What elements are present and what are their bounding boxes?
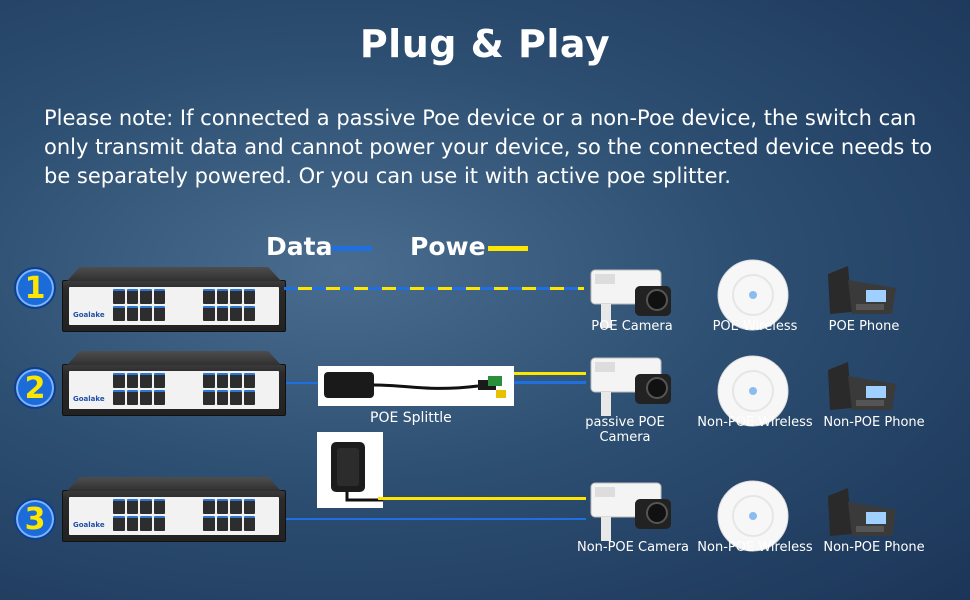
device-label: Non-POE Phone — [823, 540, 925, 555]
power-wire-3 — [378, 497, 586, 500]
step-badge-1: 1 — [14, 267, 56, 309]
legend-power-line — [488, 246, 528, 251]
wireless-ap-icon — [715, 478, 791, 554]
data-wire-2b — [514, 381, 586, 384]
power-adapter-icon — [317, 432, 383, 508]
poe-splitter-icon — [318, 366, 514, 406]
data-wire-2 — [286, 382, 318, 384]
poe-switch-3: Goalake — [62, 490, 286, 542]
device-label: Non-POE Wireless — [697, 540, 813, 555]
page-title: Plug & Play — [359, 22, 611, 66]
camera-icon — [585, 475, 685, 547]
step-badge-3: 3 — [14, 498, 56, 540]
splitter-label: POE Splittle — [370, 410, 452, 426]
device-label: Non-POE Camera — [576, 540, 690, 555]
data-wire-3 — [286, 518, 586, 520]
brand-logo: Goalake — [73, 395, 105, 403]
camera-icon — [585, 350, 685, 422]
ip-phone-icon — [822, 358, 900, 414]
device-label: POE Phone — [828, 319, 900, 334]
wireless-ap-icon — [715, 353, 791, 429]
step-badge-2: 2 — [14, 367, 56, 409]
power-wire-2 — [514, 372, 586, 375]
device-label: Non-POE Phone — [823, 415, 925, 430]
wireless-ap-icon — [715, 257, 791, 333]
legend-data-label: Data — [266, 232, 333, 261]
ip-phone-icon — [822, 484, 900, 540]
device-label: POE Wireless — [712, 319, 798, 334]
data-power-wire-1 — [284, 287, 584, 290]
brand-logo: Goalake — [73, 311, 105, 319]
device-label: passive POE Camera — [585, 415, 665, 445]
poe-switch-2: Goalake — [62, 364, 286, 416]
camera-icon — [585, 262, 685, 334]
note-text: Please note: If connected a passive Poe … — [44, 106, 933, 188]
device-label: Non-POE Wireless — [697, 415, 813, 430]
legend-data-line — [332, 246, 372, 251]
device-label: POE Camera — [591, 319, 673, 334]
ip-phone-icon — [822, 262, 900, 318]
legend-power-label: Powe — [410, 232, 486, 261]
poe-switch-1: Goalake — [62, 280, 286, 332]
brand-logo: Goalake — [73, 521, 105, 529]
